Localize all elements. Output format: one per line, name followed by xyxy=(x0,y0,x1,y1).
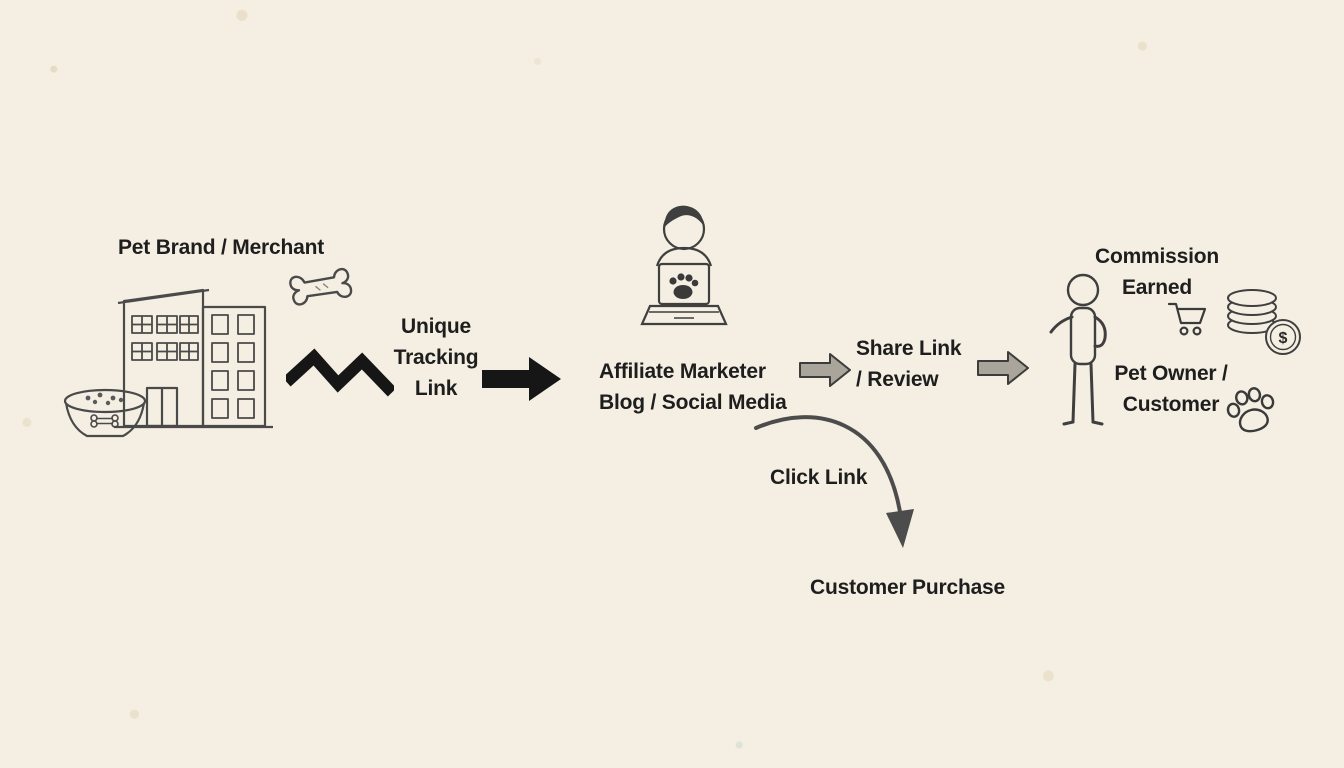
commission-label: Commission Earned xyxy=(1094,241,1220,303)
label-line: Unique xyxy=(401,315,471,338)
zigzag-link-icon xyxy=(286,348,394,406)
tracking-link-label: Unique Tracking Link xyxy=(385,311,487,404)
owner-label: Pet Owner / Customer xyxy=(1108,358,1234,420)
merchant-label: Pet Brand / Merchant xyxy=(118,232,324,263)
label-line: Commission xyxy=(1094,245,1220,268)
coin-stack-icon: $ xyxy=(1220,283,1308,359)
dollar-sign: $ xyxy=(1279,330,1288,347)
pet-bowl-icon xyxy=(60,386,150,446)
label-line: Affiliate Marketer xyxy=(599,360,766,383)
blogger-laptop-icon xyxy=(636,202,734,340)
block-arrow-right-icon xyxy=(799,351,853,389)
block-arrow-right-icon xyxy=(977,349,1031,387)
label-line: Click Link xyxy=(770,466,868,489)
curved-arrow-icon xyxy=(750,412,935,562)
label-line: Earned xyxy=(1122,276,1192,299)
label-line: Share Link xyxy=(856,337,962,360)
thick-arrow-right-icon xyxy=(482,354,564,404)
shopping-cart-icon xyxy=(1166,298,1210,342)
label-line: Customer Purchase xyxy=(810,576,1006,599)
paw-print-icon xyxy=(1217,376,1285,444)
share-link-label: Share Link / Review xyxy=(856,333,962,395)
label-line: / Review xyxy=(856,368,939,391)
label-line: Customer xyxy=(1122,393,1220,416)
label-line: Blog / Social Media xyxy=(599,391,787,414)
laptop-paw-icon xyxy=(669,273,699,299)
bone-icon xyxy=(282,257,362,319)
merchant-label-line: Pet Brand / Merchant xyxy=(118,236,325,259)
affiliate-label: Affiliate Marketer Blog / Social Media xyxy=(599,356,787,418)
purchase-label: Customer Purchase xyxy=(810,572,1005,603)
label-line: Tracking xyxy=(393,346,479,369)
building-icon xyxy=(110,280,278,432)
click-link-label: Click Link xyxy=(770,462,867,493)
person-icon xyxy=(1044,272,1122,434)
label-line: Link xyxy=(414,377,458,400)
label-line: Pet Owner / xyxy=(1114,362,1228,385)
